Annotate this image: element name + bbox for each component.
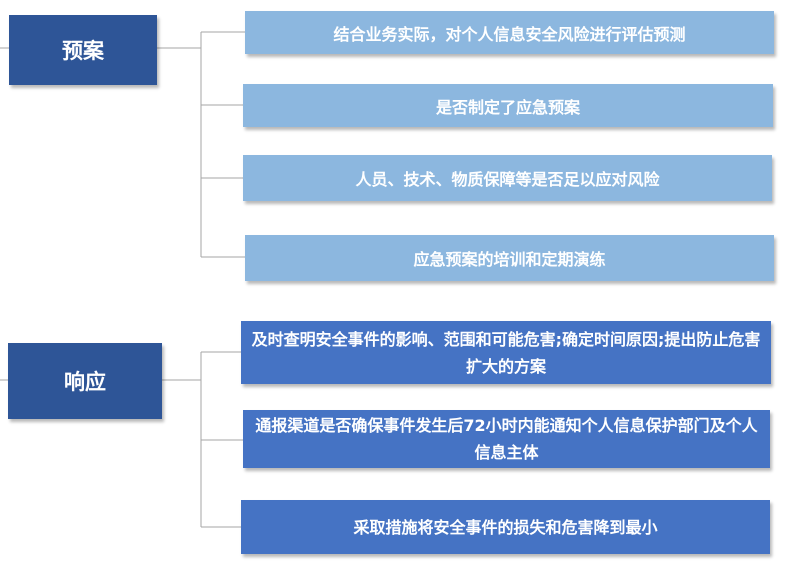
response-item-1-text: 及时查明安全事件的影响、范围和可能危害;确定时间原因;提出防止危害扩大的方案 [251,329,761,376]
response-item-3-text: 采取措施将安全事件的损失和危害降到最小 [353,517,658,537]
root-node-response: 响应 [8,343,162,419]
connector-plan-trunk [0,32,202,257]
plan-item-3: 人员、技术、物质保障等是否足以应对风险 [243,155,772,201]
root-node-plan-label: 预案 [62,39,104,63]
plan-item-2: 是否制定了应急预案 [243,84,773,127]
response-item-3: 采取措施将安全事件的损失和危害降到最小 [241,500,770,554]
plan-item-1-text: 结合业务实际，对个人信息安全风险进行评估预测 [333,24,686,44]
plan-item-4: 应急预案的培训和定期演练 [245,235,774,281]
plan-item-3-text: 人员、技术、物质保障等是否足以应对风险 [355,170,660,189]
plan-item-2-text: 是否制定了应急预案 [435,97,580,117]
root-node-plan: 预案 [9,15,157,85]
root-node-response-label: 响应 [64,370,106,394]
response-item-2: 通报渠道是否确保事件发生后72小时内能通知个人信息保护部门及个人信息主体 [243,410,770,468]
response-item-1: 及时查明安全事件的影响、范围和可能危害;确定时间原因;提出防止危害扩大的方案 [241,321,771,384]
plan-item-1: 结合业务实际，对个人信息安全风险进行评估预测 [245,11,774,54]
response-item-2-text: 通报渠道是否确保事件发生后72小时内能通知个人信息保护部门及个人信息主体 [255,416,758,462]
plan-item-4-text: 应急预案的培训和定期演练 [413,250,606,269]
